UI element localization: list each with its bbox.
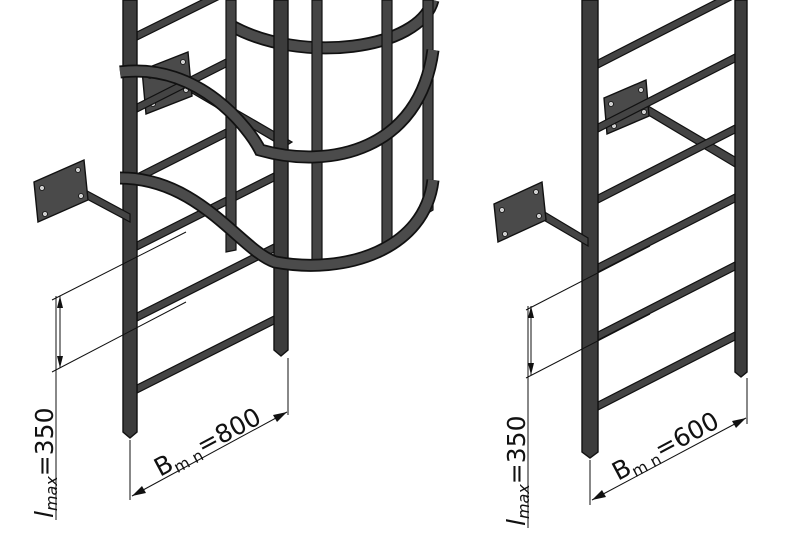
wall-bracket-lower-right xyxy=(493,180,589,248)
spacing-label-left: lmax=350 xyxy=(30,408,61,518)
width-label-left: Bm n=800 xyxy=(149,402,267,485)
cage-hoops-front xyxy=(119,49,440,272)
plain-ladder: lmax=350 Bm n=600 xyxy=(493,0,748,528)
ladder-rungs-left xyxy=(136,0,281,394)
width-dimension-left xyxy=(129,358,289,500)
caged-ladder: lmax=350 Bm n=800 xyxy=(30,0,440,520)
spacing-dimension-right xyxy=(525,245,651,528)
wall-bracket-lower xyxy=(33,158,131,224)
width-label-right: Bm n=600 xyxy=(607,406,725,489)
cage-hoops-back xyxy=(226,0,440,55)
ladder-rungs-right xyxy=(597,0,736,411)
spacing-dimension-left xyxy=(51,231,187,520)
width-dimension-right xyxy=(589,378,748,505)
spacing-label-right: lmax=350 xyxy=(502,416,533,526)
ladder-rails-right xyxy=(581,0,748,459)
